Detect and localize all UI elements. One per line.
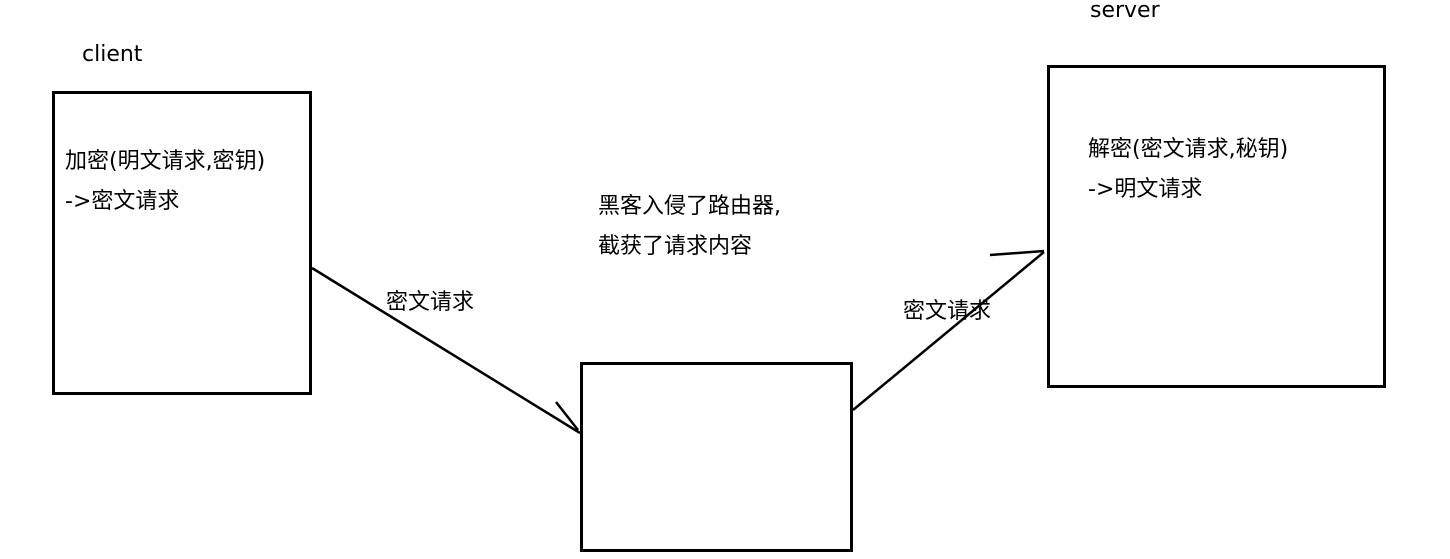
server-label: server bbox=[1090, 0, 1160, 23]
hacker-note-line1: 黑客入侵了路由器, bbox=[598, 194, 781, 219]
edge-router-to-server bbox=[852, 251, 1045, 411]
server-decrypt-text: 解密(密文请求,秘钥) bbox=[1088, 137, 1289, 162]
client-result-text: ->密文请求 bbox=[65, 189, 180, 214]
edge-label-router-to-server: 密文请求 bbox=[903, 299, 992, 324]
client-label: client bbox=[82, 42, 143, 67]
arrowhead-router-to-server bbox=[989, 249, 1045, 257]
hacker-note-line2: 截获了请求内容 bbox=[598, 234, 753, 259]
server-result-text: ->明文请求 bbox=[1088, 177, 1203, 202]
router-box bbox=[580, 362, 853, 552]
client-box bbox=[52, 91, 312, 395]
server-box bbox=[1047, 65, 1386, 388]
client-encrypt-text: 加密(明文请求,密钥) bbox=[65, 149, 266, 174]
edge-label-client-to-router: 密文请求 bbox=[386, 290, 475, 315]
arrowhead-client-to-router bbox=[555, 401, 579, 431]
